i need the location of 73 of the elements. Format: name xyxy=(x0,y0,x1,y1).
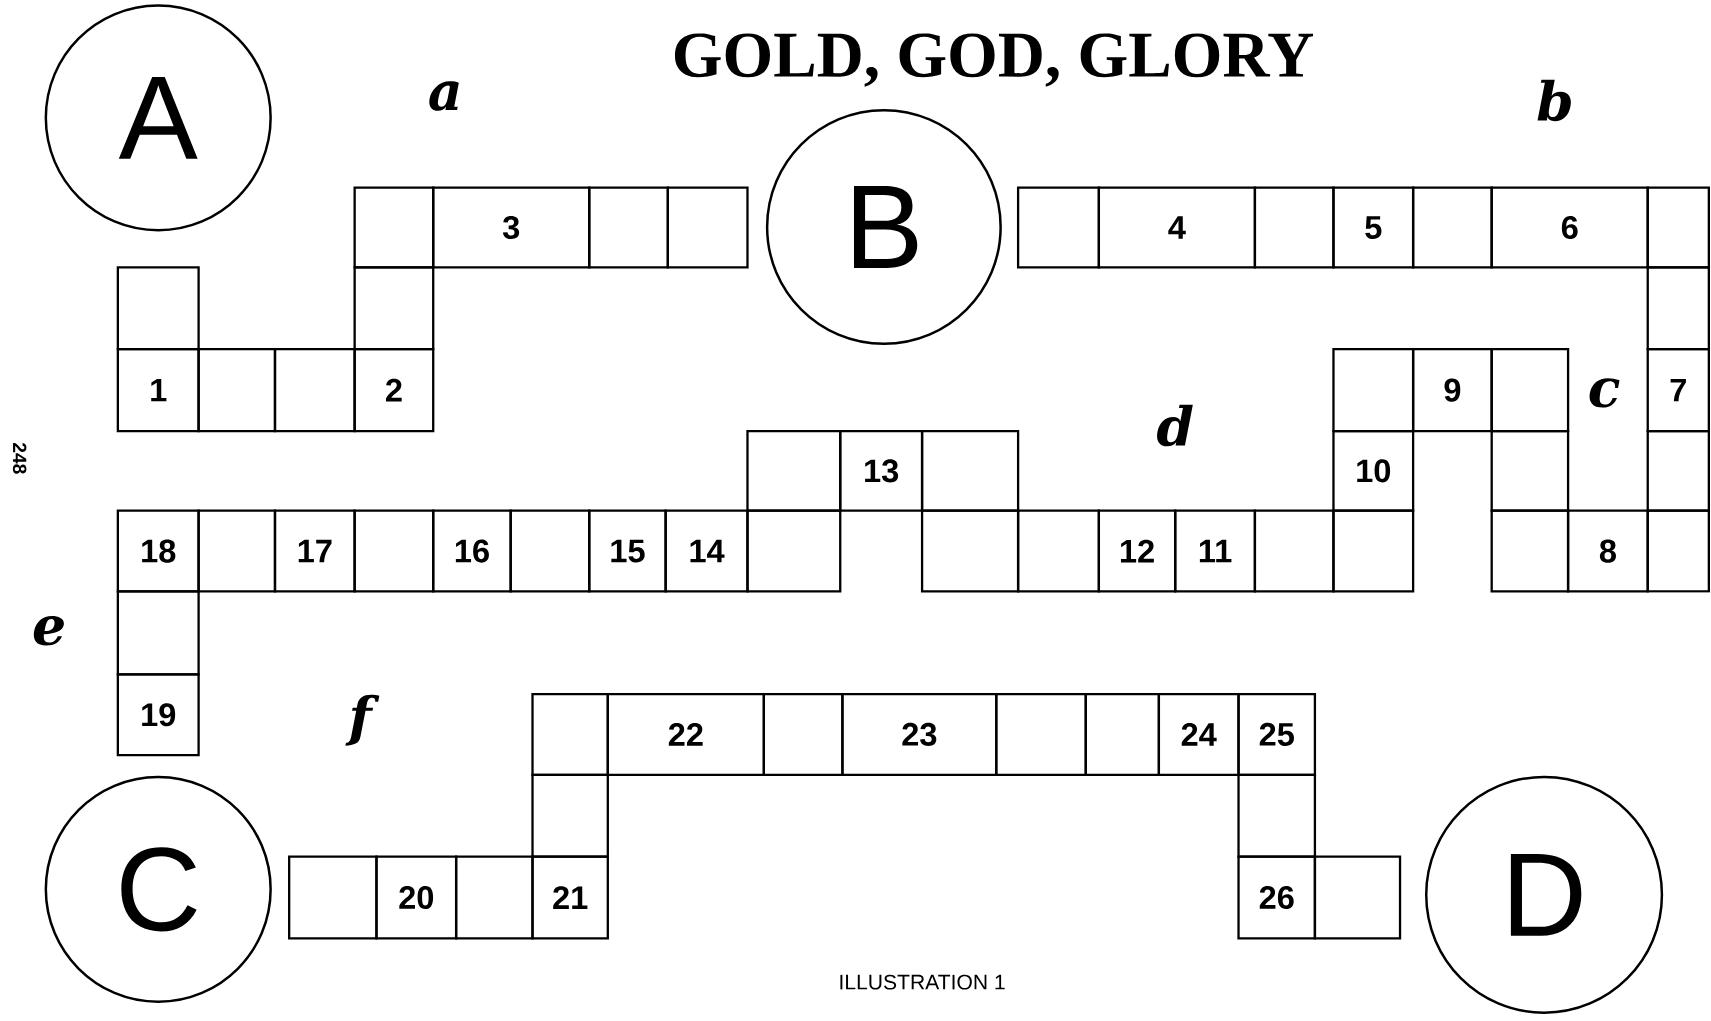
section-letter: e xyxy=(33,615,64,646)
board-square xyxy=(353,186,435,269)
board-square xyxy=(920,429,1020,512)
board-square xyxy=(1016,186,1100,269)
board-square xyxy=(746,429,842,512)
board-square xyxy=(1412,186,1493,269)
board-square: 6 xyxy=(1490,186,1649,269)
section-letter: f xyxy=(345,694,380,746)
board-square xyxy=(116,266,200,351)
board-square xyxy=(273,347,356,432)
board-square xyxy=(1313,855,1402,940)
board-square xyxy=(197,347,277,432)
board-square xyxy=(353,266,435,351)
section-letter: c xyxy=(1589,377,1620,408)
section-letter: d xyxy=(1157,404,1193,447)
board-square: 2 xyxy=(353,347,435,432)
board-square: 7 xyxy=(1646,347,1710,432)
board-square: 16 xyxy=(432,509,512,593)
board-square xyxy=(509,509,591,593)
board-square xyxy=(1332,509,1415,593)
board-square xyxy=(116,590,200,676)
section-letter: b xyxy=(1537,79,1571,121)
board-square: 11 xyxy=(1174,509,1257,593)
board-square: 20 xyxy=(375,855,458,940)
board-square xyxy=(1084,692,1160,776)
board-square xyxy=(531,773,609,858)
board-square xyxy=(762,692,844,776)
board-square: 14 xyxy=(664,509,749,593)
board-square: 4 xyxy=(1097,186,1257,269)
board-square xyxy=(1490,509,1570,593)
board-square: 12 xyxy=(1097,509,1177,593)
board-square: 22 xyxy=(606,692,765,776)
board-square: 17 xyxy=(273,509,356,593)
board-square xyxy=(353,509,435,593)
board-square xyxy=(531,692,609,776)
board-square xyxy=(1253,186,1335,269)
board-square xyxy=(920,509,1020,593)
board-square: 23 xyxy=(841,692,998,776)
board-square: 8 xyxy=(1566,509,1649,593)
board-square xyxy=(1646,509,1710,593)
board-square xyxy=(588,186,669,269)
section-letter: a xyxy=(429,81,459,111)
board-square xyxy=(288,855,378,940)
board-square: 18 xyxy=(116,509,200,593)
board-square: 26 xyxy=(1237,855,1317,940)
board-square xyxy=(1016,509,1100,593)
board-square: 5 xyxy=(1332,186,1415,269)
board-square: 1 xyxy=(116,347,200,432)
board-square xyxy=(197,509,277,593)
board-square xyxy=(1646,429,1710,512)
board-square: 21 xyxy=(531,855,609,940)
caption: ILLUSTRATION 1 xyxy=(840,974,1005,990)
board-square: 25 xyxy=(1237,692,1317,776)
board-square xyxy=(1237,773,1317,858)
board-square xyxy=(1253,509,1335,593)
board-square: 19 xyxy=(116,673,200,757)
board-square xyxy=(666,186,749,269)
board-square xyxy=(1646,266,1710,351)
board-square xyxy=(1646,186,1710,269)
board-square xyxy=(1332,347,1415,432)
page-number: 248 xyxy=(12,442,27,474)
board-square xyxy=(746,509,842,593)
board-square xyxy=(1490,347,1570,432)
board-square: 10 xyxy=(1332,429,1415,512)
board-square xyxy=(455,855,534,940)
board-square: 15 xyxy=(588,509,667,593)
board-square: 9 xyxy=(1412,347,1493,432)
board-square: 24 xyxy=(1157,692,1240,776)
board-square: 3 xyxy=(432,186,591,269)
board-square xyxy=(1490,429,1570,512)
title: GOLD, GOD, GLORY xyxy=(674,33,1314,87)
board-square xyxy=(995,692,1087,776)
board-square: 13 xyxy=(839,429,924,512)
